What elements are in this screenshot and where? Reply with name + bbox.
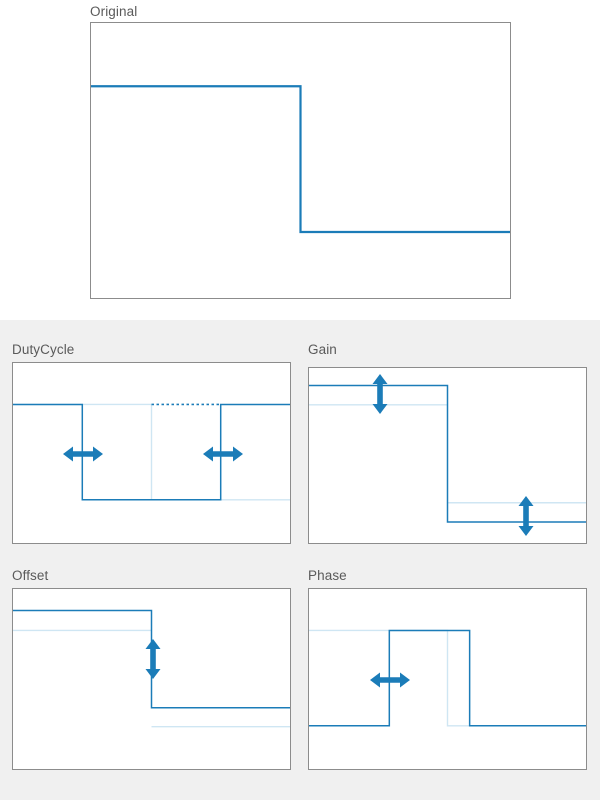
gain-plot [308,367,587,544]
gain-plot-svg [309,368,586,543]
dutycycle-plot-svg [13,363,290,543]
phase-plot [308,588,587,770]
offset-plot [12,588,291,770]
parameter-panels-section: DutyCycle G [0,320,600,800]
phase-plot-svg [309,589,586,769]
original-section: Original [0,0,600,320]
phase-ghost-wave [309,630,586,725]
dutycycle-square-wave [13,404,290,499]
dutycycle-right-edge-arrow-icon [203,446,243,462]
original-square-wave [91,86,510,232]
original-plot-svg [91,23,510,298]
phase-shift-arrow-icon [370,672,410,688]
original-panel-title: Original [90,4,138,19]
offset-shift-arrow-icon [145,639,161,679]
offset-panel-title: Offset [12,568,49,583]
gain-panel-title: Gain [308,342,337,357]
gain-high-amplitude-arrow-icon [372,374,388,414]
gain-low-amplitude-arrow-icon [518,496,534,536]
dutycycle-ghost-wave [13,404,290,499]
phase-panel-title: Phase [308,568,347,583]
dutycycle-plot [12,362,291,544]
gain-square-wave [309,386,586,523]
phase-square-wave [309,630,586,725]
original-plot [90,22,511,299]
dutycycle-panel-title: DutyCycle [12,342,75,357]
dutycycle-left-edge-arrow-icon [63,446,103,462]
